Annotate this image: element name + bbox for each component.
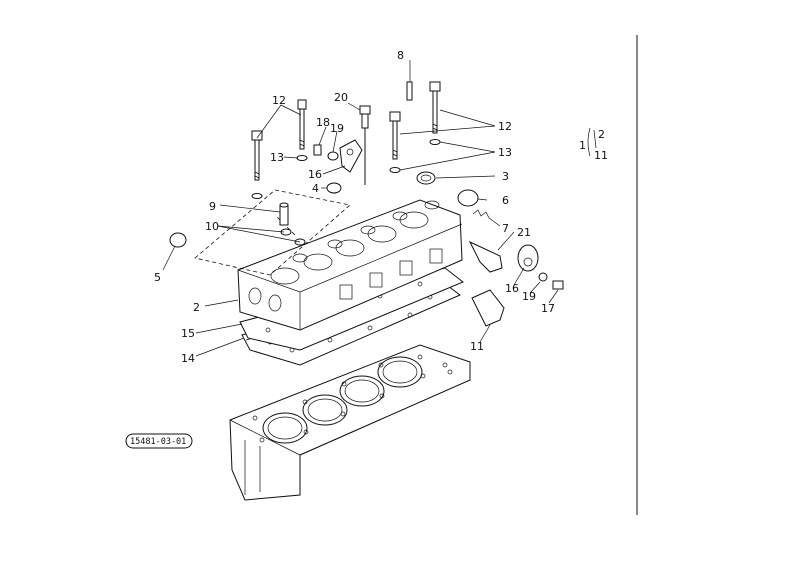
callout-2: 2 [193, 301, 200, 314]
callout-13-right: 13 [498, 146, 512, 159]
callout-14: 14 [181, 352, 195, 365]
inset-label-11: 11 [594, 149, 608, 162]
head-bolt [389, 111, 401, 160]
small-bolt [313, 144, 322, 156]
callout-20: 20 [334, 91, 348, 104]
washer [296, 155, 308, 161]
callout-4: 4 [312, 182, 319, 195]
small-bolt [552, 280, 564, 290]
callout-10: 10 [205, 220, 219, 233]
callout-5: 5 [154, 271, 161, 284]
callout-11: 11 [470, 340, 484, 353]
lifting-hook [468, 240, 503, 273]
callout-19-top: 19 [330, 122, 344, 135]
reference-code: 15481-03-01 [130, 437, 186, 447]
callout-17: 17 [541, 302, 555, 315]
inset-label-2: 2 [598, 128, 605, 141]
callout-12-right: 12 [498, 120, 512, 133]
inset-label-1: 1 [579, 139, 586, 152]
callout-19-right: 19 [522, 290, 536, 303]
callout-12-left: 12 [272, 94, 286, 107]
callout-16-right: 16 [505, 282, 519, 295]
callout-15: 15 [181, 327, 195, 340]
sealing-plug [457, 189, 479, 207]
seal-ring [416, 171, 436, 185]
leader-lines [162, 60, 559, 357]
cylinder-block [229, 344, 471, 501]
nut [538, 272, 548, 282]
washer [389, 167, 401, 173]
reference-code-box: 15481-03-01 [125, 433, 193, 449]
head-bolt [251, 130, 263, 181]
head-bolt [297, 99, 307, 150]
valve-guide [279, 202, 289, 226]
callout-16-top: 16 [308, 168, 322, 181]
callout-3: 3 [502, 170, 509, 183]
washer [429, 139, 441, 145]
callout-13-left: 13 [270, 151, 284, 164]
stud [406, 81, 413, 101]
washer [251, 193, 263, 199]
callout-18: 18 [316, 116, 330, 129]
callout-8: 8 [397, 49, 404, 62]
glow-plug [359, 105, 371, 185]
head-bolt [429, 81, 441, 134]
nut [327, 151, 339, 161]
callout-21: 21 [517, 226, 531, 239]
inset-bracket: 1 2 11 [579, 127, 608, 162]
spring [472, 209, 490, 219]
side-cover [471, 289, 505, 327]
lifting-plate [339, 139, 363, 173]
expansion-plug [169, 232, 187, 248]
cylinder-head [237, 199, 463, 331]
callout-7: 7 [502, 222, 509, 235]
nozzle-seat [326, 182, 342, 194]
callout-9: 9 [209, 200, 216, 213]
callout-6: 6 [502, 194, 509, 207]
